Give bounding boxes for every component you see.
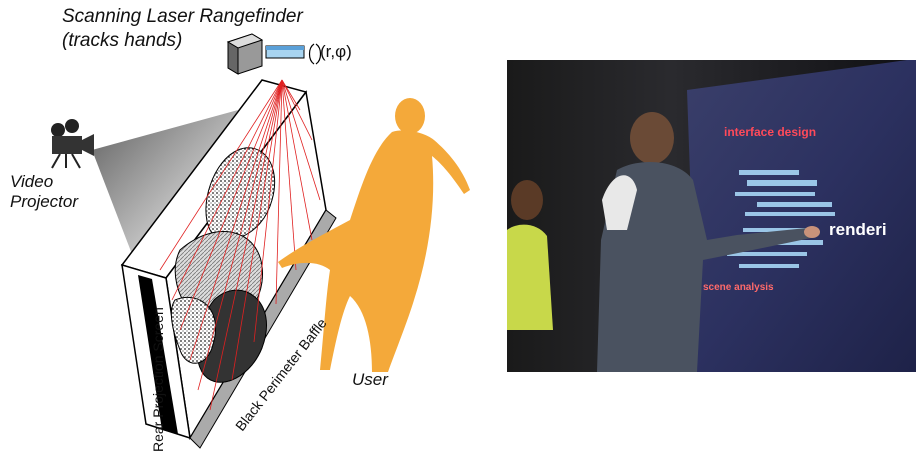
system-diagram	[51, 33, 470, 449]
projected-label-scene-analysis: scene analysis	[703, 282, 774, 293]
rangefinder-subtitle: (tracks hands)	[62, 30, 183, 51]
projected-label-rendering: renderi	[829, 220, 887, 239]
laser-rangefinder-icon	[226, 33, 322, 75]
user-label: User	[352, 370, 388, 389]
laser-scan-lines	[159, 79, 321, 411]
demo-photo: interface design renderi scene analysis	[507, 60, 916, 372]
rear-projection-screen-label: Rear Projection Screen	[150, 307, 166, 452]
user-silhouette-icon	[278, 98, 470, 372]
rangefinder-title: Scanning Laser Rangefinder	[62, 6, 303, 27]
projector-beam	[92, 110, 238, 262]
projected-image	[170, 147, 276, 383]
video-projector-label-line1: Video	[10, 172, 54, 191]
projected-label-interface-design: interface design	[724, 125, 817, 139]
video-projector-label-line2: Projector	[10, 192, 79, 211]
photo-scene	[507, 60, 916, 372]
video-camera-icon	[51, 119, 94, 169]
position-readout: (r,φ)	[320, 42, 352, 61]
